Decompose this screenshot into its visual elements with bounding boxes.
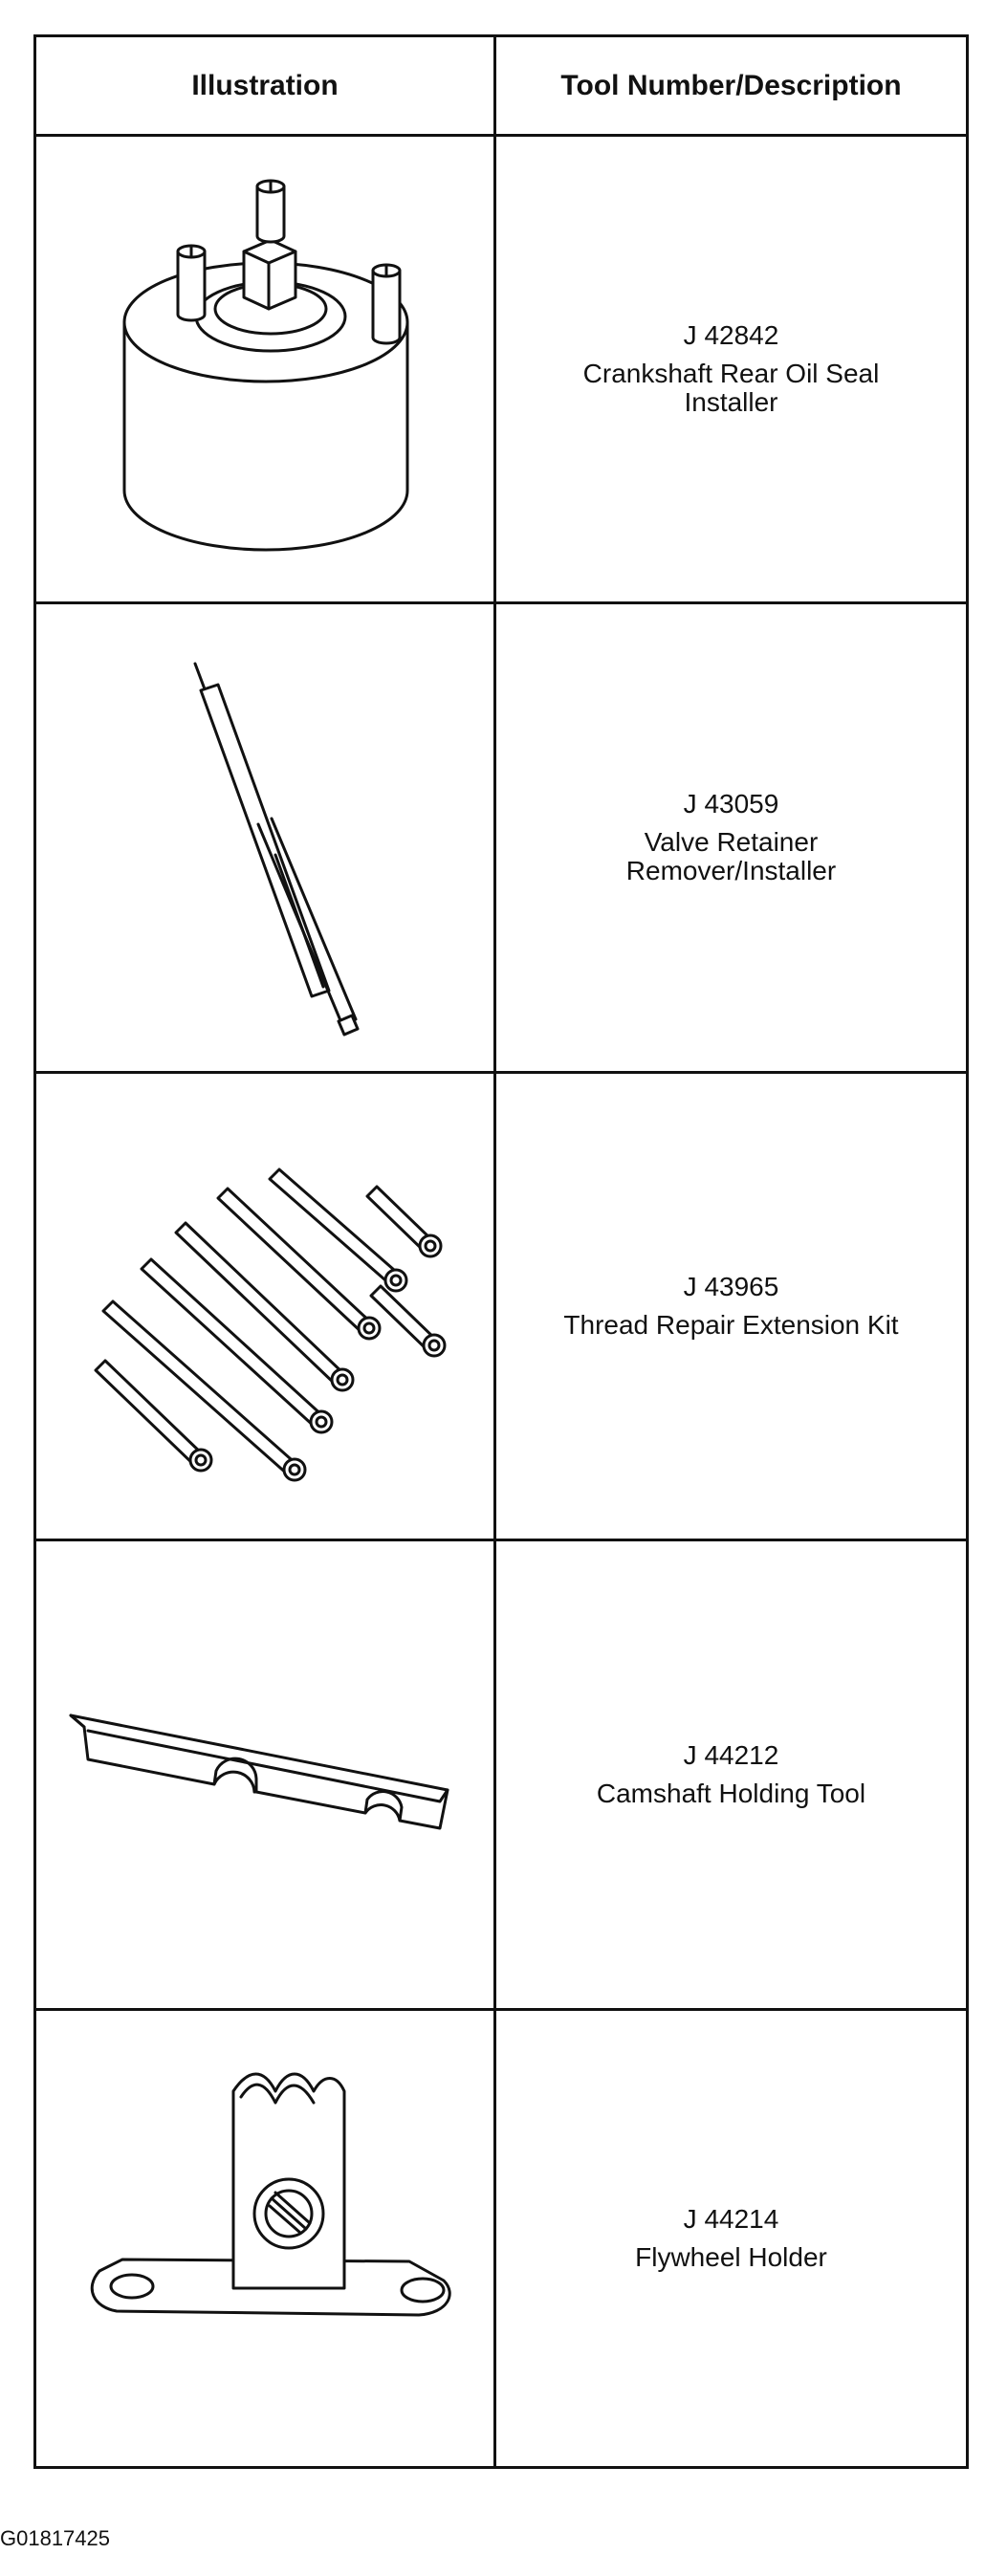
figure-code: G01817425 [0,2526,110,2550]
tool-description: J 43059 Valve Retainer Remover/Installer [496,604,966,1071]
table-row: J 44212 Camshaft Holding Tool [36,1541,966,2011]
table-row: J 42842 Crankshaft Rear Oil Seal Install… [36,137,966,604]
thread-repair-extensions-icon [36,1074,493,1539]
header-illustration: Illustration [191,69,339,101]
flywheel-holder-icon [36,2011,493,2466]
tool-number: J 44214 [683,2204,779,2234]
tool-description-line: Camshaft Holding Tool [596,1779,866,1808]
table-row: J 43059 Valve Retainer Remover/Installer [36,604,966,1074]
table-row: J 44214 Flywheel Holder [36,2011,966,2466]
tool-description-line: Flywheel Holder [635,2242,827,2272]
tool-description: J 42842 Crankshaft Rear Oil Seal Install… [496,137,966,601]
tool-table: Illustration Tool Number/Description [33,34,969,2469]
valve-retainer-tool-icon [36,604,493,1071]
tool-number: J 43059 [683,789,779,819]
tool-number: J 44212 [683,1740,779,1770]
tool-description: J 44214 Flywheel Holder [496,2011,966,2466]
tool-number: J 42842 [683,320,779,350]
tool-description-line: Installer [684,387,778,417]
table-row: J 43965 Thread Repair Extension Kit [36,1074,966,1541]
tool-description: J 43965 Thread Repair Extension Kit [496,1074,966,1539]
tool-description-line: Thread Repair Extension Kit [563,1310,899,1340]
tool-number: J 43965 [683,1272,779,1301]
tool-description-line: Remover/Installer [625,856,837,885]
tool-description: J 44212 Camshaft Holding Tool [496,1541,966,2008]
table-header: Illustration Tool Number/Description [36,37,966,137]
tool-description-line: Valve Retainer [644,827,819,857]
column-divider [493,37,496,2466]
camshaft-holding-tool-icon [36,1541,493,2008]
rear-oil-seal-installer-icon [36,137,493,601]
tool-description-line: Crankshaft Rear Oil Seal [582,359,880,388]
header-tool-description: Tool Number/Description [560,69,902,101]
